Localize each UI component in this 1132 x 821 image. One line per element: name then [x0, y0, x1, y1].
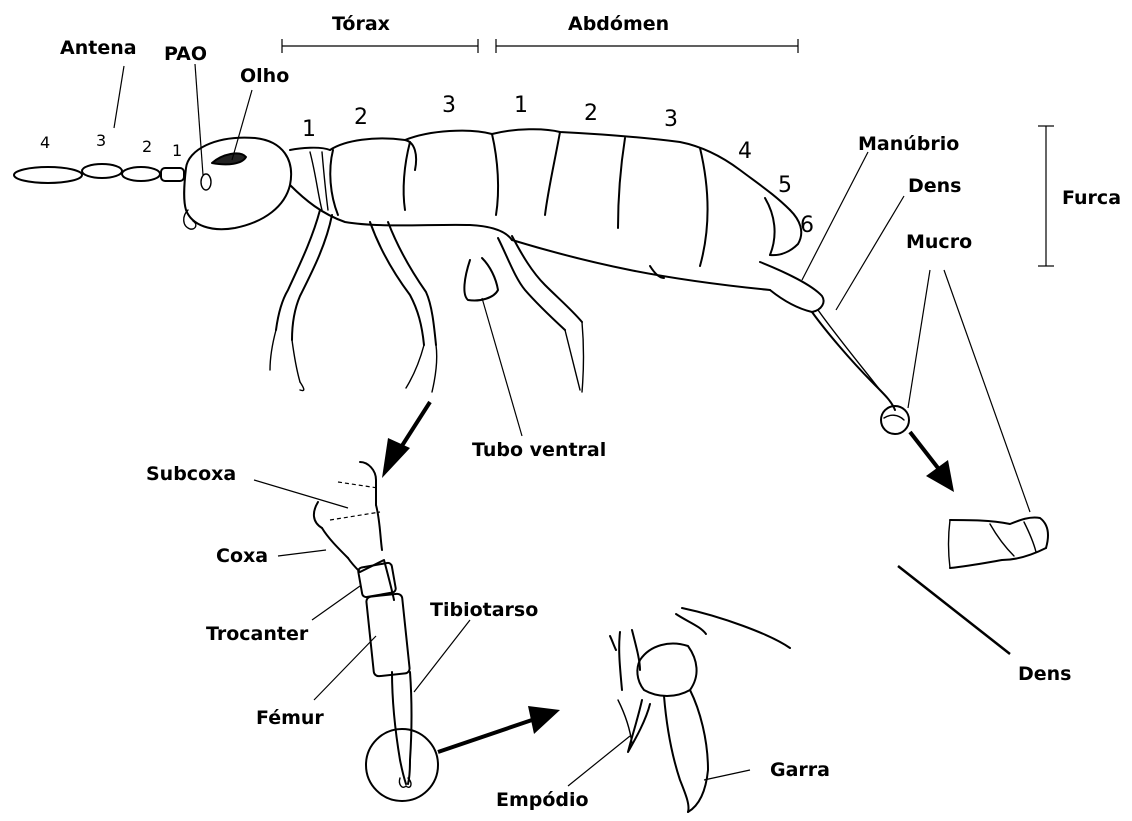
- abdomen-seg-6: 6: [800, 213, 814, 238]
- arrow-claw: [438, 706, 560, 752]
- abdomen: [492, 129, 801, 290]
- abdomen-seg-2: 2: [584, 101, 598, 126]
- label-mucro: Mucro: [906, 231, 972, 253]
- thorax-seg-1: 1: [302, 117, 316, 142]
- label-femur: Fémur: [256, 707, 324, 729]
- thorax-numbers: 1 2 3: [302, 93, 456, 142]
- abdomen-seg-5: 5: [778, 173, 792, 198]
- arrow-leg: [382, 402, 430, 478]
- label-pao: PAO: [164, 43, 207, 65]
- abdomen-seg-3: 3: [664, 107, 678, 132]
- label-trocanter: Trocanter: [206, 623, 309, 645]
- abdomen-seg-4: 4: [738, 139, 752, 164]
- label-torax: Tórax: [332, 13, 390, 35]
- abdomen-numbers: 1 2 3 4 5 6: [514, 93, 814, 238]
- furca-body: [760, 262, 909, 434]
- label-tibiotarso: Tibiotarso: [430, 599, 538, 621]
- label-abdomen: Abdómen: [568, 13, 669, 35]
- labels: Antena PAO Olho Tórax Abdómen Manúbrio D…: [60, 13, 1121, 811]
- torax-bracket: [282, 39, 478, 53]
- label-dens-bottom: Dens: [1018, 663, 1072, 685]
- antenna-seg-2: 2: [142, 137, 152, 156]
- label-olho: Olho: [240, 65, 289, 87]
- antenna-numbers: 4 3 2 1: [40, 131, 182, 160]
- claw-leaders: [568, 736, 750, 786]
- thorax-seg-2: 2: [354, 105, 368, 130]
- mucro-leaders: [898, 566, 1010, 654]
- antenna-seg-3: 3: [96, 131, 106, 150]
- abdomen-seg-1: 1: [514, 93, 528, 118]
- antenna-seg-1: 1: [172, 141, 182, 160]
- leg-detail: [314, 462, 438, 801]
- label-dens-top: Dens: [908, 175, 962, 197]
- claw-detail: [610, 608, 790, 812]
- thorax-seg-3: 3: [442, 93, 456, 118]
- label-furca: Furca: [1062, 187, 1121, 209]
- arrow-mucro: [910, 432, 954, 492]
- label-coxa: Coxa: [216, 545, 268, 567]
- label-antena: Antena: [60, 37, 137, 59]
- furca-bracket: [1038, 126, 1054, 266]
- antenna-seg-4: 4: [40, 133, 50, 152]
- pao-organ: [201, 174, 211, 190]
- eye-patch: [212, 153, 246, 164]
- mucro-detail: [949, 517, 1049, 568]
- label-empodio: Empódio: [496, 789, 589, 811]
- thorax: [290, 131, 512, 240]
- label-subcoxa: Subcoxa: [146, 463, 236, 485]
- antenna: [14, 164, 184, 183]
- abdomen-bracket: [496, 39, 798, 53]
- label-garra: Garra: [770, 759, 830, 781]
- label-manubrio: Manúbrio: [858, 133, 959, 155]
- label-tubo-ventral: Tubo ventral: [472, 439, 606, 461]
- head: [184, 138, 291, 230]
- legs: [270, 210, 584, 392]
